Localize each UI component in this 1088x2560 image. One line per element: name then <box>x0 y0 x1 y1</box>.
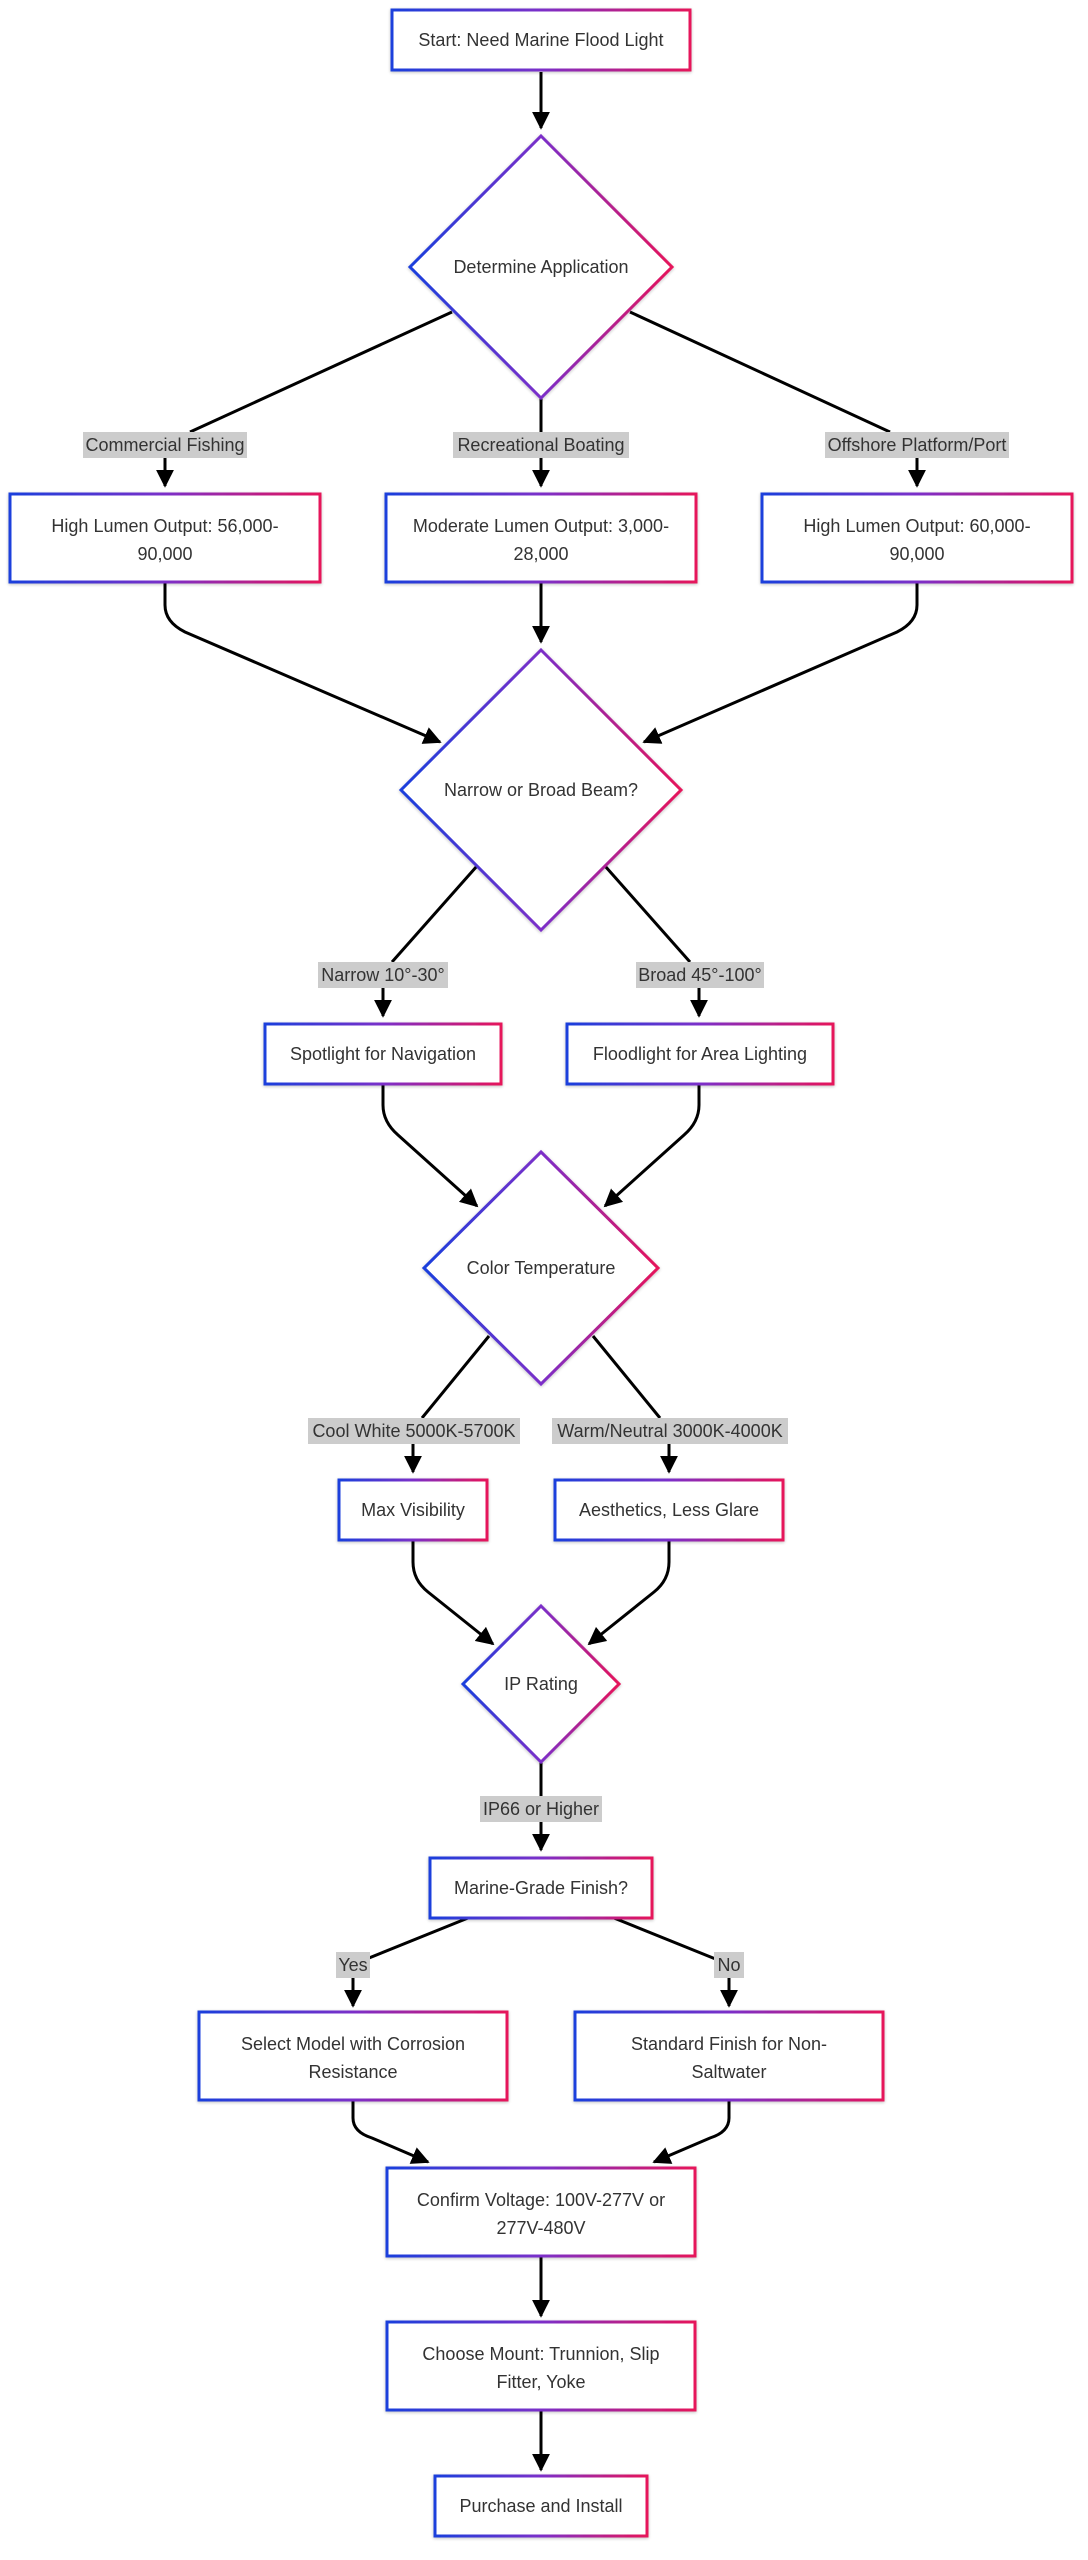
node-commercial-output-line1: High Lumen Output: 56,000- <box>51 516 278 536</box>
node-ip-rating: IP Rating <box>460 1603 622 1765</box>
edge-commercial-output-to-beam <box>163 582 442 744</box>
node-aesthetics: Aesthetics, Less Glare <box>553 1478 785 1542</box>
edge-application-to-offshore <box>629 310 891 434</box>
edge-label-recreational: Recreational Boating <box>453 432 629 458</box>
node-corrosion: Select Model with Corrosion Resistance <box>197 2010 509 2102</box>
edge-standard-to-voltage <box>652 2100 731 2164</box>
edge-label-commercial: Commercial Fishing <box>83 432 247 458</box>
node-recreational-output-line1: Moderate Lumen Output: 3,000- <box>413 516 669 536</box>
node-standard-finish: Standard Finish for Non- Saltwater <box>573 2010 885 2102</box>
edge-label-commercial-text: Commercial Fishing <box>85 435 244 455</box>
node-start-label: Start: Need Marine Flood Light <box>418 30 663 50</box>
edge-label-yes: Yes <box>336 1952 370 1978</box>
edge-label-no-text: No <box>717 1955 740 1975</box>
edge-beam-to-broad <box>603 865 692 963</box>
edge-floodlight-to-color <box>603 1084 701 1208</box>
node-max-visibility-label: Max Visibility <box>361 1500 465 1520</box>
edge-beam-to-narrow <box>390 865 479 963</box>
edge-finish-to-yes <box>363 1916 469 1962</box>
node-corrosion-line2: Resistance <box>308 2062 397 2082</box>
edge-color-to-cool <box>420 1335 491 1419</box>
edge-label-warm-text: Warm/Neutral 3000K-4000K <box>557 1421 782 1441</box>
node-spotlight: Spotlight for Navigation <box>263 1022 503 1086</box>
node-standard-finish-line2: Saltwater <box>691 2062 766 2082</box>
node-application: Determine Application <box>407 133 675 401</box>
node-offshore-output: High Lumen Output: 60,000- 90,000 <box>760 492 1074 584</box>
edge-labels: Commercial Fishing Recreational Boating … <box>83 432 1009 1978</box>
edge-label-recreational-text: Recreational Boating <box>457 435 624 455</box>
edge-offshore-output-to-beam <box>642 582 919 744</box>
edge-label-narrow-text: Narrow 10°-30° <box>321 965 444 985</box>
node-recreational-output-line2: 28,000 <box>513 544 568 564</box>
edge-label-narrow: Narrow 10°-30° <box>318 962 448 988</box>
edge-max-to-ip <box>411 1540 495 1646</box>
node-beam: Narrow or Broad Beam? <box>398 647 684 933</box>
node-max-visibility: Max Visibility <box>337 1478 489 1542</box>
edge-label-warm: Warm/Neutral 3000K-4000K <box>552 1418 788 1444</box>
node-voltage: Confirm Voltage: 100V-277V or 277V-480V <box>385 2166 697 2258</box>
edge-label-no: No <box>714 1952 744 1978</box>
edge-corrosion-to-voltage <box>351 2100 430 2164</box>
edge-label-broad: Broad 45°-100° <box>636 962 764 988</box>
edge-label-offshore-text: Offshore Platform/Port <box>828 435 1007 455</box>
node-voltage-line2: 277V-480V <box>496 2218 585 2238</box>
edge-application-to-commercial <box>189 310 453 434</box>
node-color-temp: Color Temperature <box>421 1149 661 1387</box>
edge-label-offshore: Offshore Platform/Port <box>825 432 1009 458</box>
node-mount: Choose Mount: Trunnion, Slip Fitter, Yok… <box>385 2320 697 2412</box>
edge-label-yes-text: Yes <box>338 1955 367 1975</box>
node-recreational-output: Moderate Lumen Output: 3,000- 28,000 <box>384 492 698 584</box>
node-marine-finish-label: Marine-Grade Finish? <box>454 1878 628 1898</box>
node-commercial-output-line2: 90,000 <box>137 544 192 564</box>
node-start: Start: Need Marine Flood Light <box>390 8 692 72</box>
node-mount-line2: Fitter, Yoke <box>496 2372 585 2392</box>
edge-label-broad-text: Broad 45°-100° <box>638 965 761 985</box>
node-mount-line1: Choose Mount: Trunnion, Slip <box>422 2344 659 2364</box>
node-standard-finish-line1: Standard Finish for Non- <box>631 2034 827 2054</box>
node-spotlight-label: Spotlight for Navigation <box>290 1044 476 1064</box>
node-beam-label: Narrow or Broad Beam? <box>444 780 638 800</box>
edge-spotlight-to-color <box>381 1084 479 1208</box>
node-floodlight-label: Floodlight for Area Lighting <box>593 1044 807 1064</box>
nodes: Start: Need Marine Flood Light Determine… <box>8 8 1074 2538</box>
node-ip-rating-label: IP Rating <box>504 1674 578 1694</box>
node-color-temp-label: Color Temperature <box>467 1258 616 1278</box>
node-commercial-output: High Lumen Output: 56,000- 90,000 <box>8 492 322 584</box>
edge-label-cool: Cool White 5000K-5700K <box>308 1418 520 1444</box>
node-offshore-output-line1: High Lumen Output: 60,000- <box>803 516 1030 536</box>
node-corrosion-line1: Select Model with Corrosion <box>241 2034 465 2054</box>
node-application-label: Determine Application <box>453 257 628 277</box>
edge-label-ip66: IP66 or Higher <box>480 1796 602 1822</box>
node-marine-finish: Marine-Grade Finish? <box>428 1856 654 1920</box>
edge-aesthetics-to-ip <box>587 1540 671 1646</box>
node-floodlight: Floodlight for Area Lighting <box>565 1022 835 1086</box>
edge-label-cool-text: Cool White 5000K-5700K <box>312 1421 515 1441</box>
edge-finish-to-no <box>613 1916 719 1962</box>
node-purchase: Purchase and Install <box>433 2474 649 2538</box>
node-offshore-output-line2: 90,000 <box>889 544 944 564</box>
node-voltage-line1: Confirm Voltage: 100V-277V or <box>417 2190 665 2210</box>
node-aesthetics-label: Aesthetics, Less Glare <box>579 1500 759 1520</box>
node-purchase-label: Purchase and Install <box>459 2496 622 2516</box>
edge-label-ip66-text: IP66 or Higher <box>483 1799 599 1819</box>
edge-color-to-warm <box>591 1335 662 1419</box>
edges <box>156 72 926 2472</box>
